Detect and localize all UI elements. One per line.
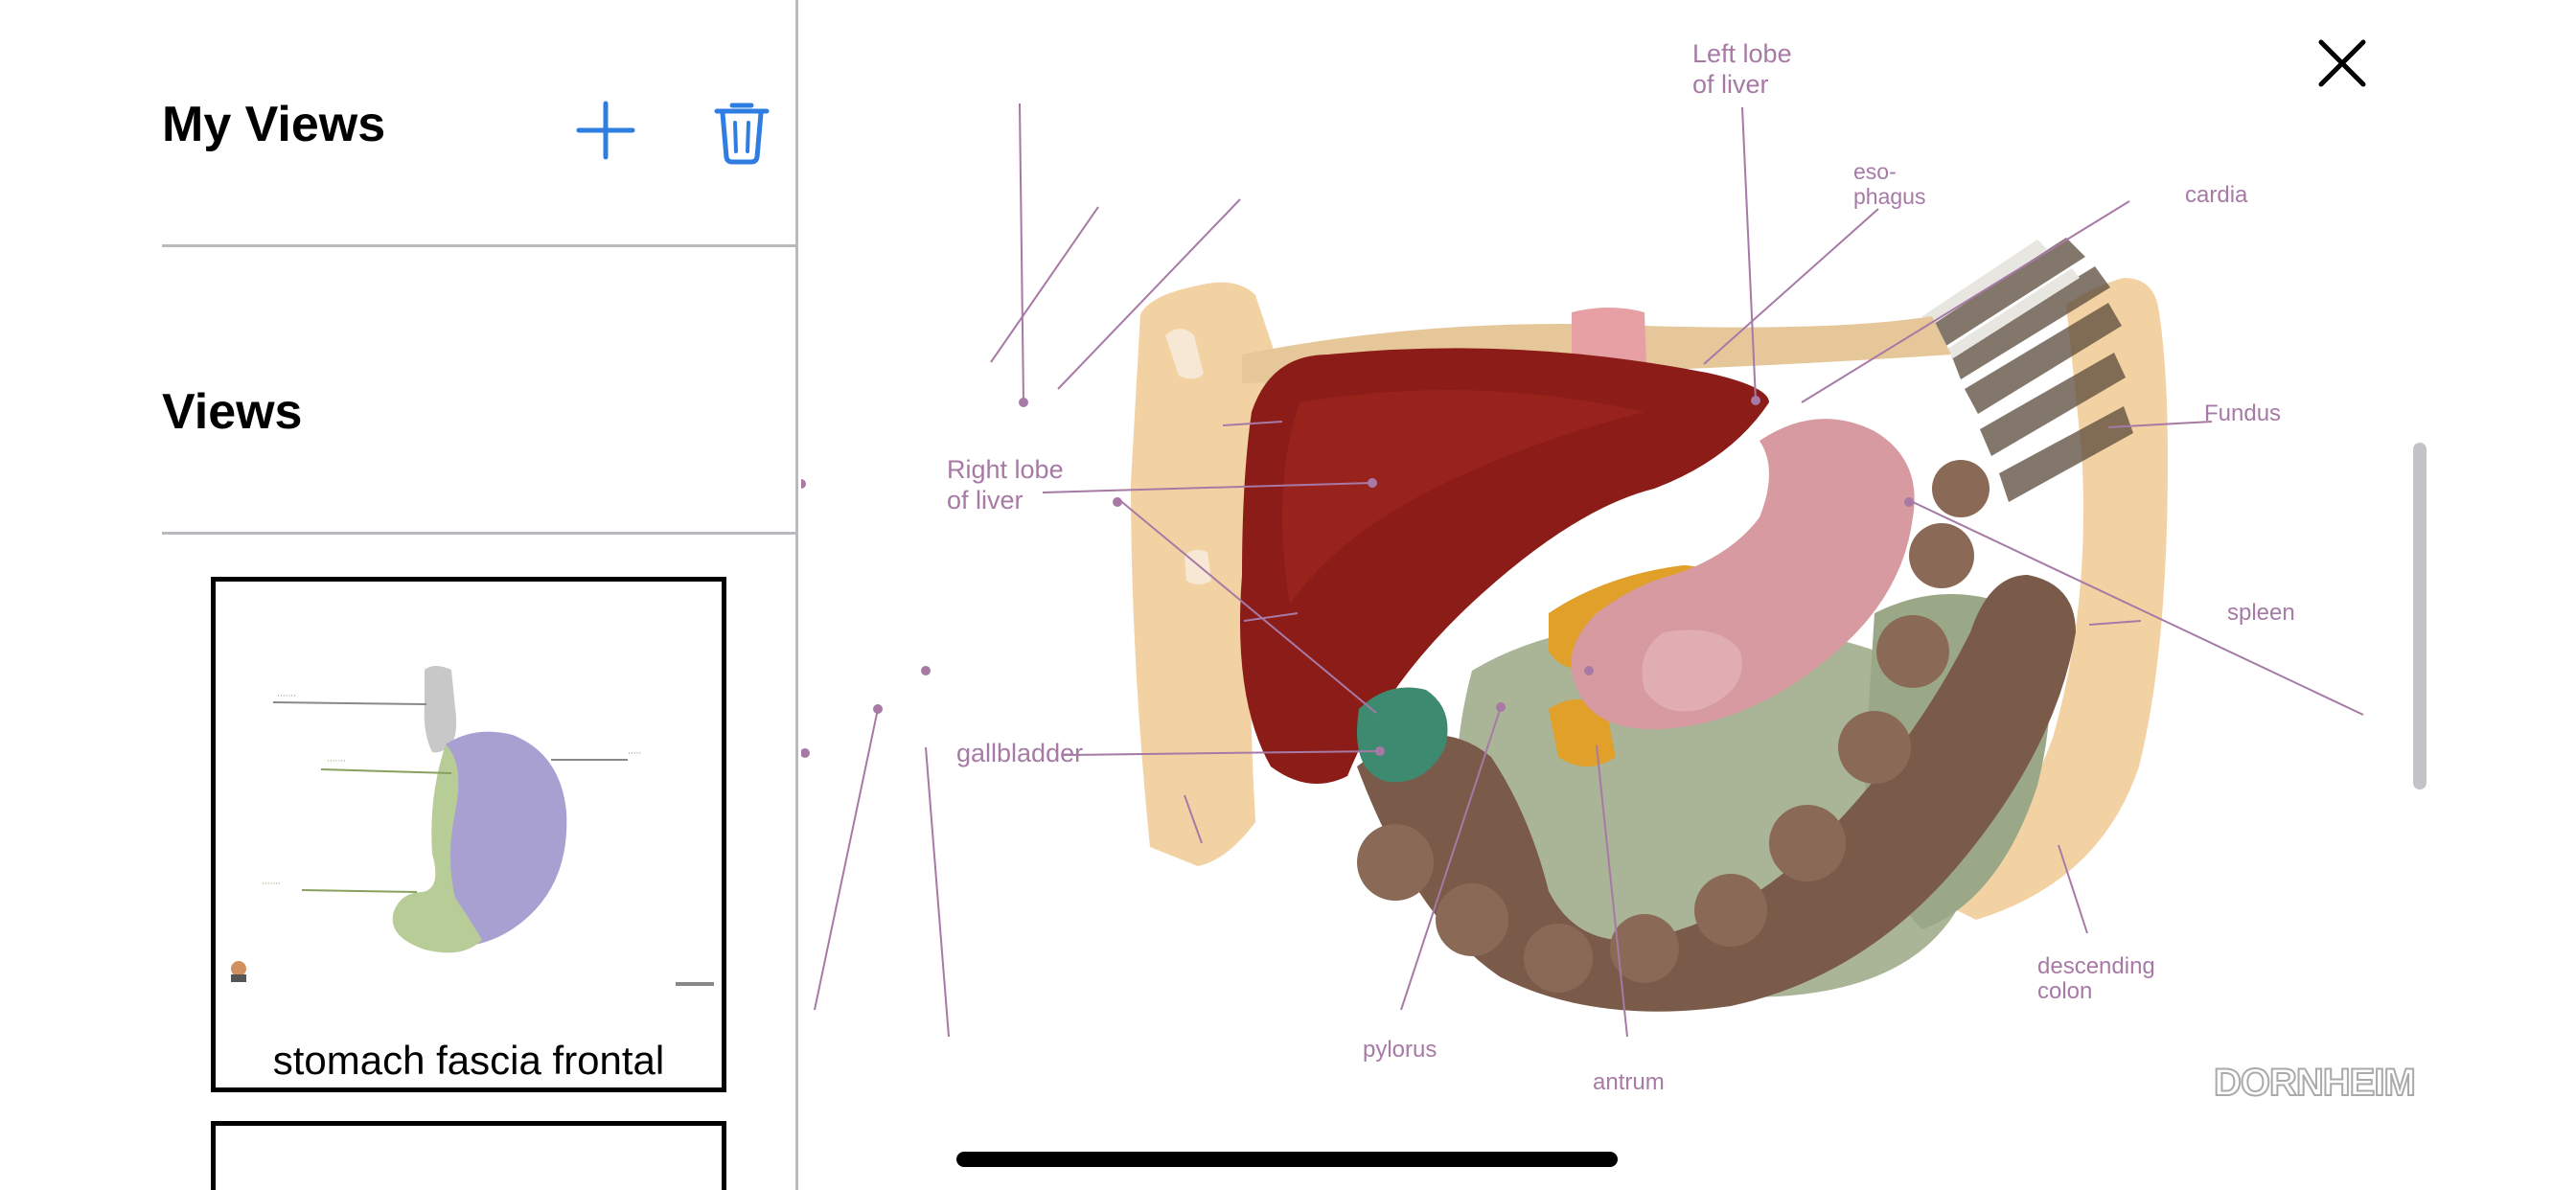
add-view-button[interactable] [567,92,644,169]
label-left-lobe-of-liver: Left lobe of liver [1692,39,1792,99]
svg-text:·······: ······· [277,692,296,701]
section-divider [162,244,795,247]
svg-text:·····: ····· [628,749,641,759]
thumbnail-caption: stomach fascia frontal [272,1038,665,1083]
svg-text:·······: ······· [327,757,346,767]
vertical-scrollbar[interactable] [2413,443,2426,790]
plus-icon [576,101,635,160]
section-divider [162,532,795,535]
dornheim-logo: DORNHEIM [2213,1061,2417,1105]
abdomen-3d-model[interactable] [801,0,2576,1190]
label-pylorus: pylorus [1363,1037,1438,1063]
home-indicator[interactable] [956,1152,1618,1167]
label-fundus: Fundus [2204,400,2282,426]
view-thumbnail-next[interactable] [211,1121,726,1190]
label-descending-colon: descending colon [2037,953,2155,1004]
delete-view-button[interactable] [703,92,780,169]
label-spleen: spleen [2227,600,2295,626]
anatomy-3d-viewer[interactable]: Left lobe of liver eso- phagus cardia Fu… [801,0,2576,1190]
svg-text:·······: ······· [262,880,281,889]
close-icon [2318,39,2366,87]
view-thumbnail-stomach-fascia-frontal[interactable]: ······· ······· ····· ······· stomach fa… [211,577,726,1092]
label-gallbladder: gallbladder [956,739,1084,767]
views-sidebar: My Views Views ······ [0,0,798,1190]
label-antrum: antrum [1593,1069,1665,1095]
trash-icon [714,103,770,165]
close-button[interactable] [2313,34,2371,92]
label-esophagus: eso- phagus [1853,159,1926,209]
views-title: Views [162,384,303,440]
label-right-lobe-of-liver: Right lobe of liver [947,455,1064,515]
my-views-title: My Views [162,97,386,152]
label-cardia: cardia [2185,182,2248,208]
stomach-preview-image: ······· ······· ····· ······· [231,666,714,986]
